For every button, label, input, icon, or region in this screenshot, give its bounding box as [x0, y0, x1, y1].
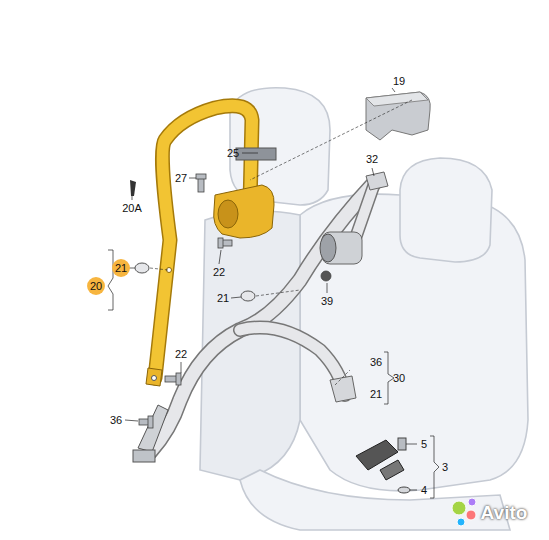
callout-number: 22 — [174, 348, 188, 361]
callout-number: 39 — [320, 295, 334, 308]
callout-number: 5 — [420, 438, 428, 451]
callout-number: 21 — [115, 262, 127, 274]
callout-number: 4 — [420, 484, 428, 497]
callout-number: 36 — [369, 356, 383, 369]
callout-number: 22 — [212, 266, 226, 279]
callout-number: 30 — [392, 372, 406, 385]
callout-number: 20A — [121, 202, 143, 215]
highlighted-callout: 20 — [87, 277, 105, 295]
callout-number: 32 — [365, 153, 379, 166]
callout-number: 19 — [392, 75, 406, 88]
callout-number: 36 — [109, 414, 123, 427]
callout-number: 3 — [441, 461, 449, 474]
highlighted-callout: 21 — [112, 259, 130, 277]
watermark: Avito — [480, 502, 529, 523]
callout-number: 25 — [226, 147, 240, 160]
callout-number: 20 — [90, 280, 102, 292]
callout-number: 21 — [369, 388, 383, 401]
callout-number: 27 — [174, 172, 188, 185]
callout-number: 21 — [216, 292, 230, 305]
